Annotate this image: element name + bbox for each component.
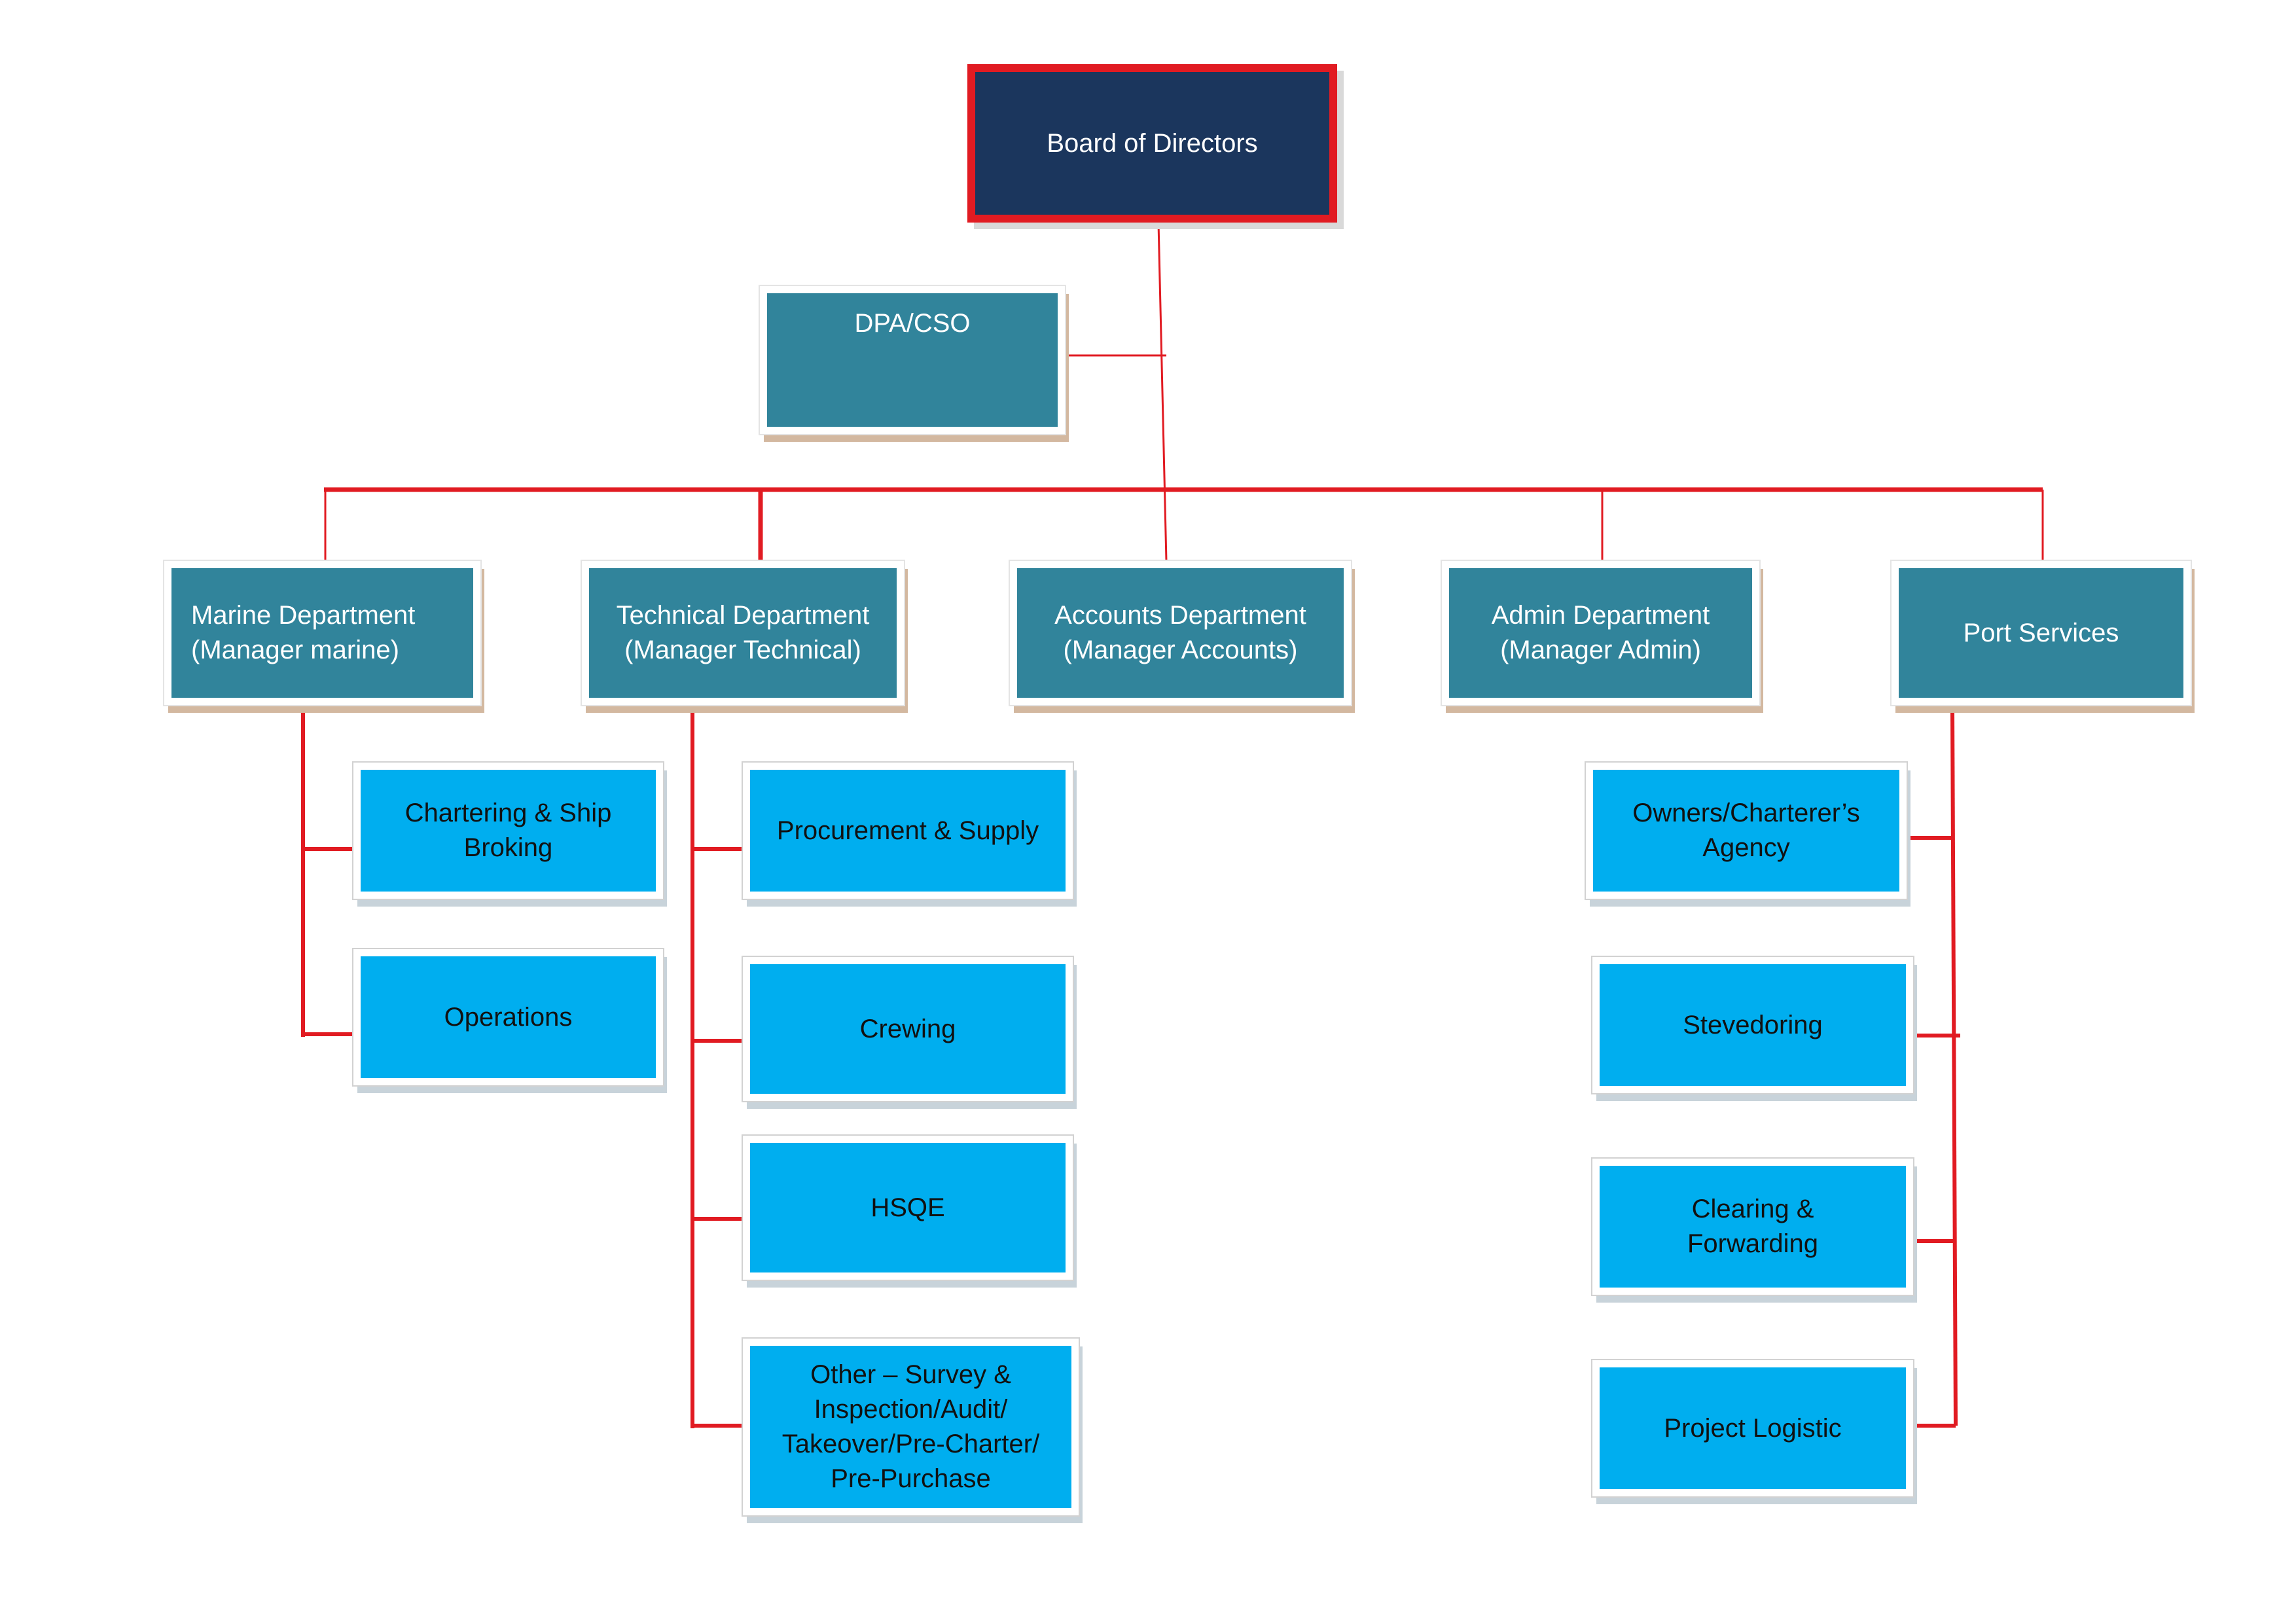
accounts-department-label: Accounts Department (Manager Accounts) (1054, 601, 1306, 664)
hsqe-box: HSQE (743, 1136, 1073, 1280)
board-of-directors-box: Board of Directors (967, 64, 1337, 223)
operations-box: Operations (353, 949, 663, 1085)
dpa-cso-box: DPA/CSO (760, 286, 1065, 434)
clearing-label: Clearing & Forwarding (1687, 1195, 1819, 1258)
stevedoring-box: Stevedoring (1592, 957, 1913, 1093)
stevedoring-label: Stevedoring (1683, 1010, 1823, 1039)
procurement-supply-box: Procurement & Supply (743, 763, 1073, 899)
marine-department-label: Marine Department (Manager marine) (191, 601, 416, 664)
accounts-department-box: Accounts Department (Manager Accounts) (1010, 561, 1351, 705)
admin-department-label: Admin Department (Manager Admin) (1491, 601, 1710, 664)
project-logistic-box: Project Logistic (1592, 1360, 1913, 1496)
port-services-box: Port Services (1892, 561, 2191, 705)
board-trunk-line (1157, 222, 1168, 562)
marine-department-box: Marine Department (Manager marine) (164, 561, 480, 705)
logistic-label: Project Logistic (1664, 1413, 1842, 1443)
dpa-cso-label: DPA/CSO (854, 309, 971, 338)
crewing-box: Crewing (743, 957, 1073, 1101)
chartering-label: Chartering & Ship Broking (404, 799, 612, 862)
port-branch-line (1950, 710, 1958, 1426)
other-survey-box: Other – Survey & Inspection/Audit/ Takeo… (743, 1339, 1079, 1515)
admin-department-box: Admin Department (Manager Admin) (1442, 561, 1759, 705)
crewing-label: Crewing (859, 1014, 956, 1043)
operations-label: Operations (444, 1002, 573, 1032)
agency-label: Owners/Charterer’s Agency (1632, 799, 1860, 862)
procurement-label: Procurement & Supply (776, 816, 1039, 845)
port-services-label: Port Services (1963, 618, 2119, 647)
technical-department-box: Technical Department (Manager Technical) (582, 561, 904, 705)
technical-department-label: Technical Department (Manager Technical) (616, 601, 870, 664)
board-label: Board of Directors (1047, 128, 1258, 158)
owners-charterers-agency-box: Owners/Charterer’s Agency (1586, 763, 1907, 899)
other-survey-label: Other – Survey & Inspection/Audit/ Takeo… (781, 1360, 1040, 1493)
hsqe-label: HSQE (870, 1193, 945, 1222)
clearing-forwarding-box: Clearing & Forwarding (1592, 1159, 1913, 1295)
chartering-ship-broking-box: Chartering & Ship Broking (353, 763, 663, 899)
